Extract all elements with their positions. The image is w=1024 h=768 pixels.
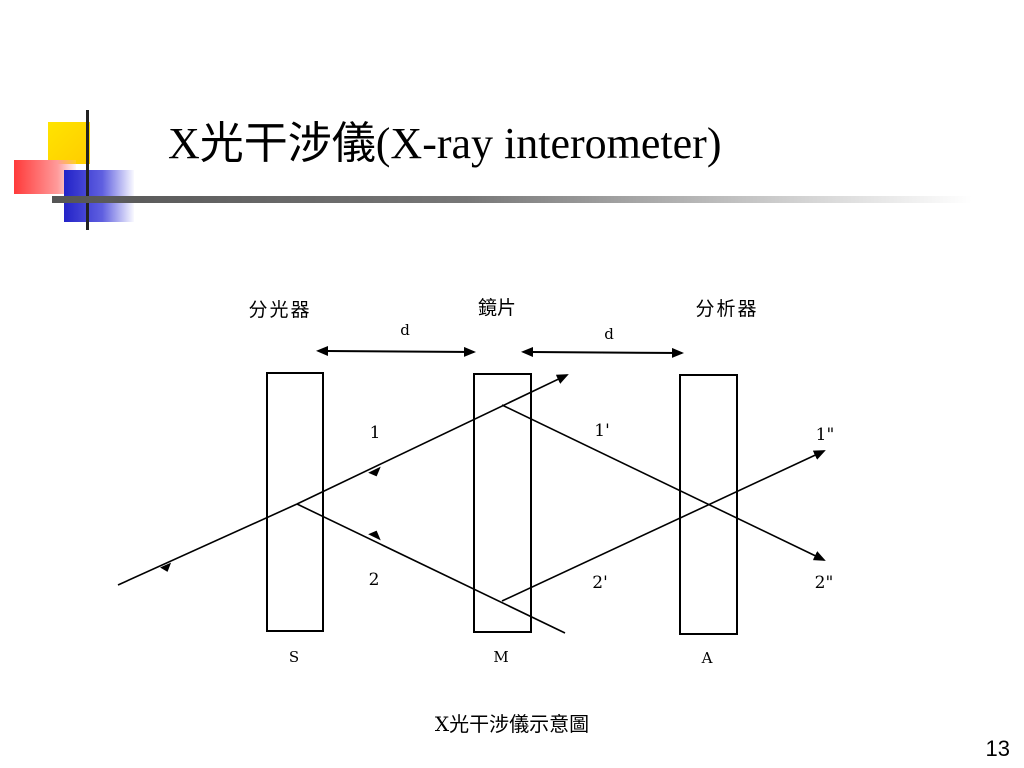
label-beam-1-prime: 1' (594, 421, 610, 441)
beam-1-path (296, 374, 569, 505)
beam-1-prime-path (501, 404, 826, 561)
diagram-caption: X光干涉儀示意圖 (434, 712, 590, 736)
mirror-crystal (473, 373, 532, 633)
incident-beam (117, 503, 298, 586)
title-underline (52, 196, 972, 203)
beam-2-path (296, 503, 566, 634)
beam-2-arrowhead (368, 530, 381, 541)
label-splitter: 分光器 (248, 299, 311, 321)
distance-arrow-2 (521, 347, 684, 358)
distance-arrow-1 (316, 346, 476, 357)
title-deco-vertical-line (86, 110, 89, 230)
label-distance-2: d (604, 325, 614, 343)
slide-title: X光干涉儀(X-ray interometer) (168, 119, 722, 168)
beam-2-prime-path (501, 450, 826, 602)
label-crystal-s: S (289, 648, 299, 666)
label-crystal-a: A (701, 649, 713, 667)
label-analyzer: 分析器 (695, 298, 758, 320)
analyzer-crystal (679, 374, 738, 635)
title-deco-yellow-square (48, 122, 90, 164)
beam-1-arrowhead (368, 466, 381, 477)
label-beam-2-double-prime: 2" (815, 573, 834, 593)
label-beam-1-double-prime: 1" (816, 425, 835, 445)
incident-beam-arrowhead (160, 562, 172, 572)
label-beam-2: 2 (369, 570, 380, 590)
label-mirror: 鏡片 (478, 297, 516, 319)
splitter-crystal (266, 372, 324, 632)
label-distance-1: d (400, 321, 410, 339)
label-crystal-m: M (493, 648, 508, 666)
page-number: 13 (985, 736, 1010, 761)
label-beam-1: 1 (370, 423, 381, 443)
label-beam-2-prime: 2' (592, 573, 608, 593)
